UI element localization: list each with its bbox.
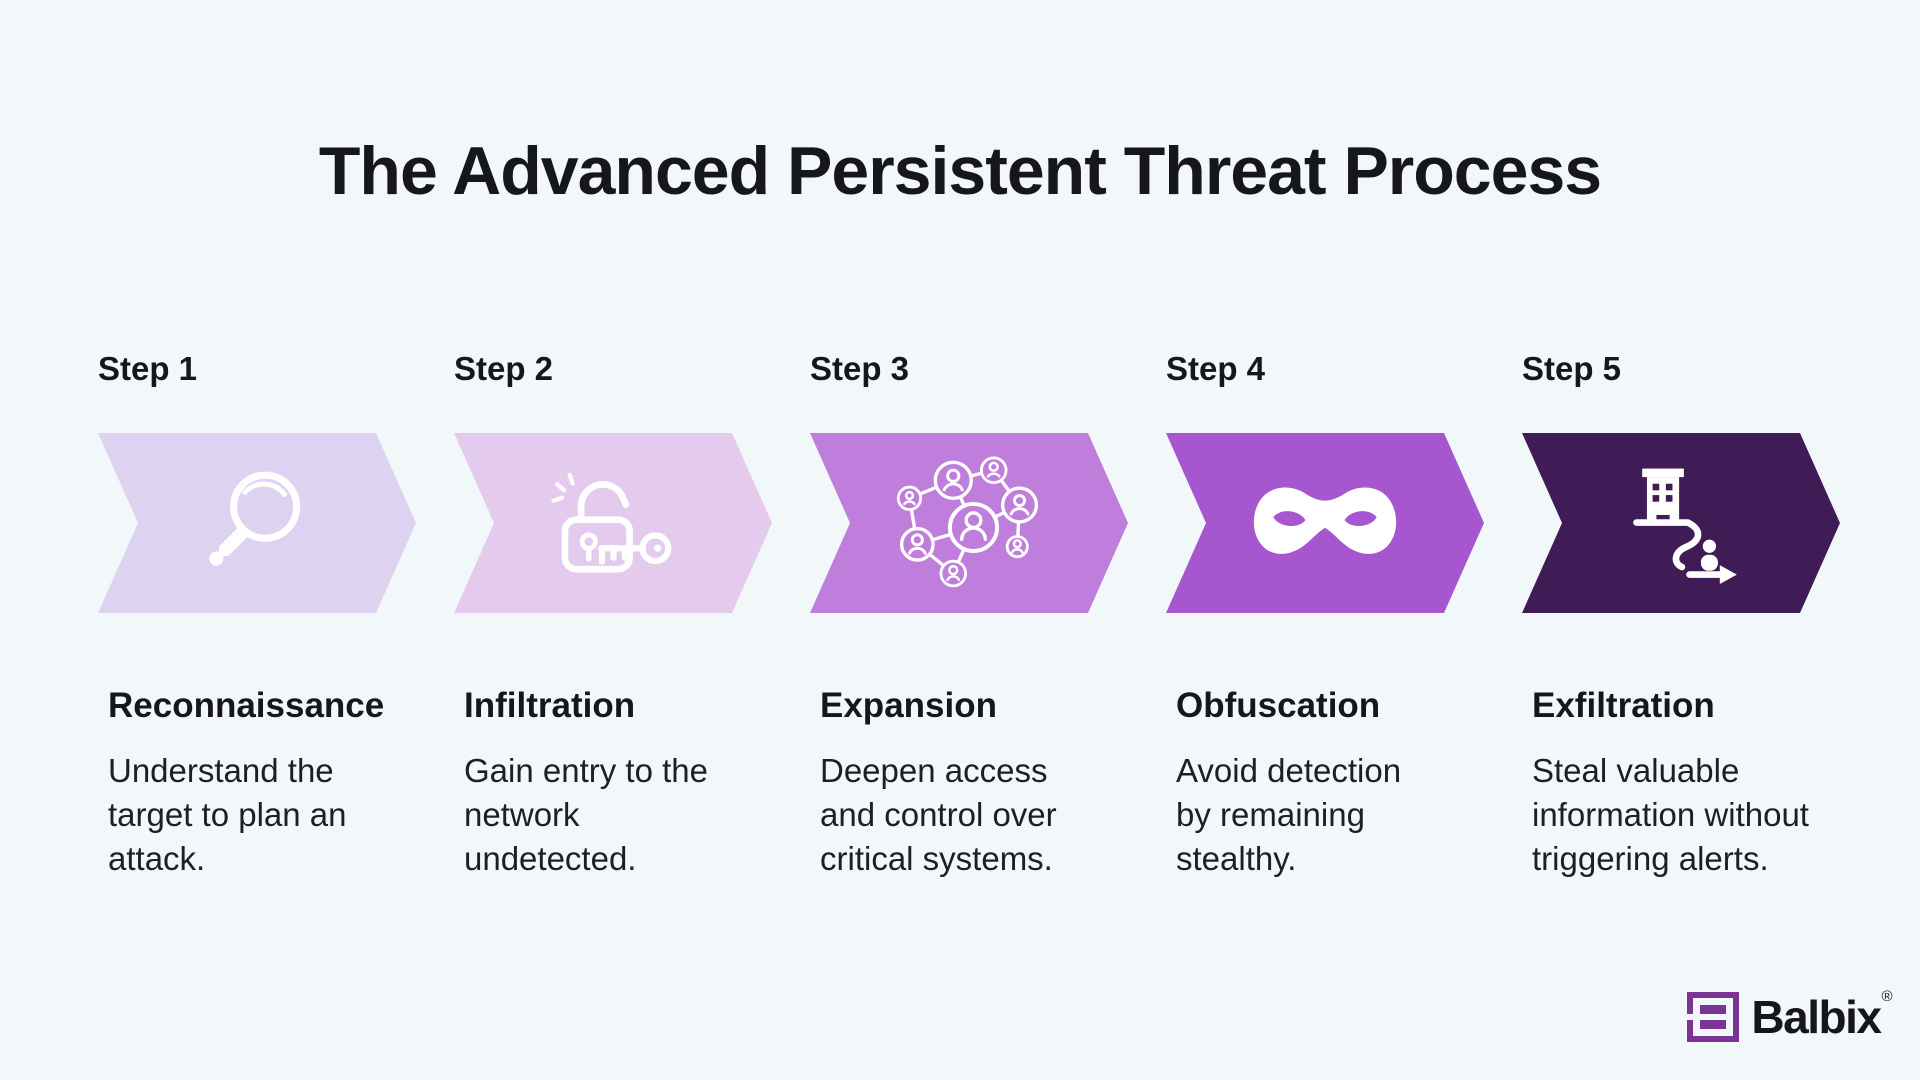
step-5-exfiltration: Step 5 Exfiltration <box>1522 350 1840 881</box>
step-4-name: Obfuscation <box>1176 686 1381 725</box>
step-4-label: Step 4 <box>1166 350 1266 387</box>
magnifier-icon <box>209 471 301 566</box>
step-3-name: Expansion <box>820 686 997 725</box>
step-1-arrow <box>98 433 416 613</box>
apt-process-steps: Step 1 Reconnaissance Understand the tar… <box>98 350 1840 881</box>
building-exit-icon <box>1633 468 1737 585</box>
step-1-reconnaissance: Step 1 Reconnaissance Understand the tar… <box>98 350 416 881</box>
step-2-label: Step 2 <box>454 350 554 387</box>
step-5-description: Steal valuable information without trigg… <box>1532 752 1809 877</box>
step-3-description: Deepen access and control over critical … <box>820 752 1057 877</box>
step-4-arrow <box>1166 433 1484 613</box>
step-4-obfuscation: Step 4 Obfuscation Avoid detection by re… <box>1166 350 1484 881</box>
step-3-arrow <box>810 433 1128 613</box>
step-4-description: Avoid detection by remaining stealthy. <box>1176 752 1402 877</box>
step-3-label: Step 3 <box>810 350 910 387</box>
step-1-name: Reconnaissance <box>108 686 385 725</box>
step-2-infiltration: Step 2 Infiltration Gain entry to the ne… <box>454 350 772 881</box>
page-title: The Advanced Persistent Threat Process <box>318 133 1602 209</box>
step-2-name: Infiltration <box>464 686 636 725</box>
network-people-icon <box>896 456 1039 588</box>
unlocked-padlock-key-icon <box>551 472 672 573</box>
registered-trademark-icon: ® <box>1881 987 1892 1005</box>
step-1-label: Step 1 <box>98 350 198 387</box>
step-3-expansion: Step 3 <box>810 350 1128 881</box>
balbix-logo-text: Balbix® <box>1751 987 1892 1043</box>
mask-icon <box>1253 487 1397 554</box>
step-5-label: Step 5 <box>1522 350 1622 387</box>
step-5-name: Exfiltration <box>1532 686 1715 725</box>
step-1-description: Understand the target to plan an attack. <box>108 752 347 877</box>
balbix-logo-mark-icon <box>1687 992 1740 1042</box>
step-2-description: Gain entry to the network undetected. <box>464 752 708 877</box>
balbix-logo: Balbix® <box>1687 987 1892 1044</box>
step-5-arrow <box>1522 433 1840 613</box>
step-2-arrow <box>454 433 772 613</box>
